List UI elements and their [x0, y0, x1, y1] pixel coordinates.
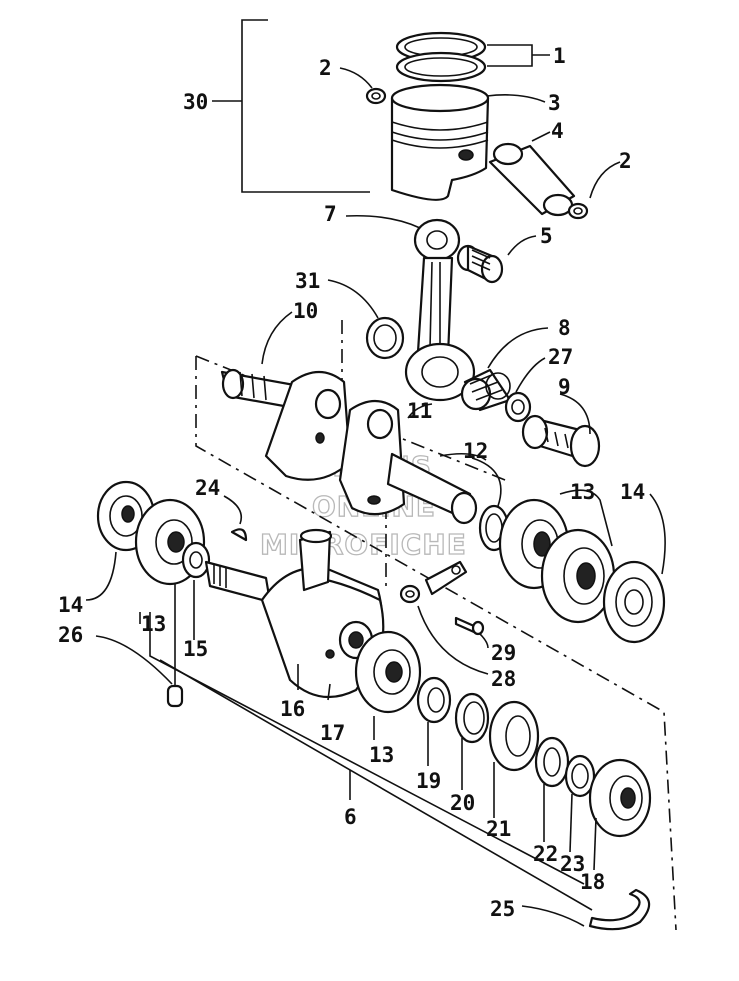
piston-pin: [488, 142, 576, 217]
callout-30: 30: [183, 90, 208, 114]
callout-14-left: 14: [58, 593, 83, 617]
screw-29: [454, 616, 485, 636]
snap-ring-25: [588, 888, 651, 931]
leader-18: [593, 817, 597, 871]
callout-14-right: 14: [620, 480, 645, 504]
leader-8: [487, 327, 549, 369]
leader-12: [471, 457, 502, 507]
ring-22: [534, 736, 570, 788]
callout-15: 15: [183, 637, 208, 661]
leader-28: [417, 605, 489, 675]
leader-3: [486, 94, 546, 103]
callout-2-left: 2: [319, 56, 332, 80]
callout-13-left: 13: [141, 612, 166, 636]
crank-half-10: [220, 368, 352, 481]
woodruff-key-24: [230, 528, 248, 542]
leader-25: [521, 905, 585, 927]
bearing-13-center: [354, 630, 422, 714]
callout-labels: 1 2 2 3 4 5 6 7 8 9 10 11 12 13 13 13 14…: [58, 44, 645, 921]
leader-1: [487, 44, 550, 67]
crank-pin: [521, 414, 601, 468]
connecting-rod: [404, 218, 476, 402]
callout-19: 19: [416, 769, 441, 793]
bracket-30: [241, 19, 370, 193]
seal-21: [488, 700, 540, 772]
callout-23: 23: [560, 852, 585, 876]
leader-2-left: [339, 67, 373, 89]
callout-29: 29: [491, 641, 516, 665]
leader-5: [507, 235, 537, 256]
leader-14-left: [85, 551, 117, 601]
leader-12-link: [439, 452, 487, 461]
leader-24: [223, 495, 243, 525]
bearing-13-right-b: [540, 528, 616, 624]
thrust-washer-27: [504, 391, 532, 423]
leader-14-right: [649, 493, 666, 575]
leader-9: [559, 393, 591, 435]
bearing-18: [588, 758, 652, 838]
callout-11: 11: [407, 399, 432, 423]
circlip-left: [365, 87, 387, 105]
piston-rings: [395, 31, 487, 83]
shim-23: [564, 754, 596, 798]
callout-13-center: 13: [369, 743, 394, 767]
callout-8: 8: [558, 316, 571, 340]
callout-21: 21: [486, 817, 511, 841]
dowel-pin-26: [166, 684, 184, 708]
leader-23: [569, 793, 573, 853]
leader-10: [261, 311, 293, 365]
crank-half-11: [338, 399, 478, 525]
callout-28: 28: [491, 667, 516, 691]
callout-1: 1: [553, 44, 566, 68]
leader-4: [531, 131, 551, 142]
callout-25: 25: [490, 897, 515, 921]
seal-19: [416, 676, 452, 724]
callout-13-right: 13: [570, 480, 595, 504]
callout-26: 26: [58, 623, 83, 647]
piston: [390, 83, 490, 201]
needle-bearing-small-end: [456, 244, 504, 284]
dashed-boundary-top: [195, 355, 511, 483]
callout-12: 12: [463, 439, 488, 463]
bracket-6: [159, 659, 593, 911]
leader-13-left: [149, 612, 585, 885]
callout-20: 20: [450, 791, 475, 815]
callout-27: 27: [548, 345, 573, 369]
callout-2-right: 2: [619, 149, 632, 173]
callout-10: 10: [293, 299, 318, 323]
callout-17: 17: [320, 721, 345, 745]
circlip-right: [567, 202, 589, 220]
leader-13-right: [559, 489, 613, 547]
seal-14-right: [602, 560, 666, 644]
callout-6: 6: [344, 805, 357, 829]
leader-11: [407, 403, 433, 419]
leader-31: [327, 279, 379, 319]
ring-20: [454, 692, 490, 744]
callout-18: 18: [580, 870, 605, 894]
retainer-plate-28: [399, 560, 468, 604]
callout-5: 5: [540, 224, 553, 248]
spacer-15: [181, 541, 211, 579]
callout-4: 4: [551, 119, 564, 143]
callout-9: 9: [558, 375, 571, 399]
dashed-boundary-left: [195, 356, 677, 931]
callout-24: 24: [195, 476, 220, 500]
callout-7: 7: [324, 202, 337, 226]
leader-29: [479, 633, 489, 649]
leader-26: [95, 635, 173, 685]
leader-27: [515, 357, 546, 393]
leader-2-right: [589, 161, 621, 199]
leader-7: [345, 214, 421, 229]
washer-31: [365, 316, 405, 360]
callout-31: 31: [295, 269, 320, 293]
leader-16-17: [297, 664, 331, 701]
callout-3: 3: [548, 91, 561, 115]
watermark-line-3: MICROFICHE: [260, 528, 467, 561]
callout-16: 16: [280, 697, 305, 721]
callout-22: 22: [533, 842, 558, 866]
